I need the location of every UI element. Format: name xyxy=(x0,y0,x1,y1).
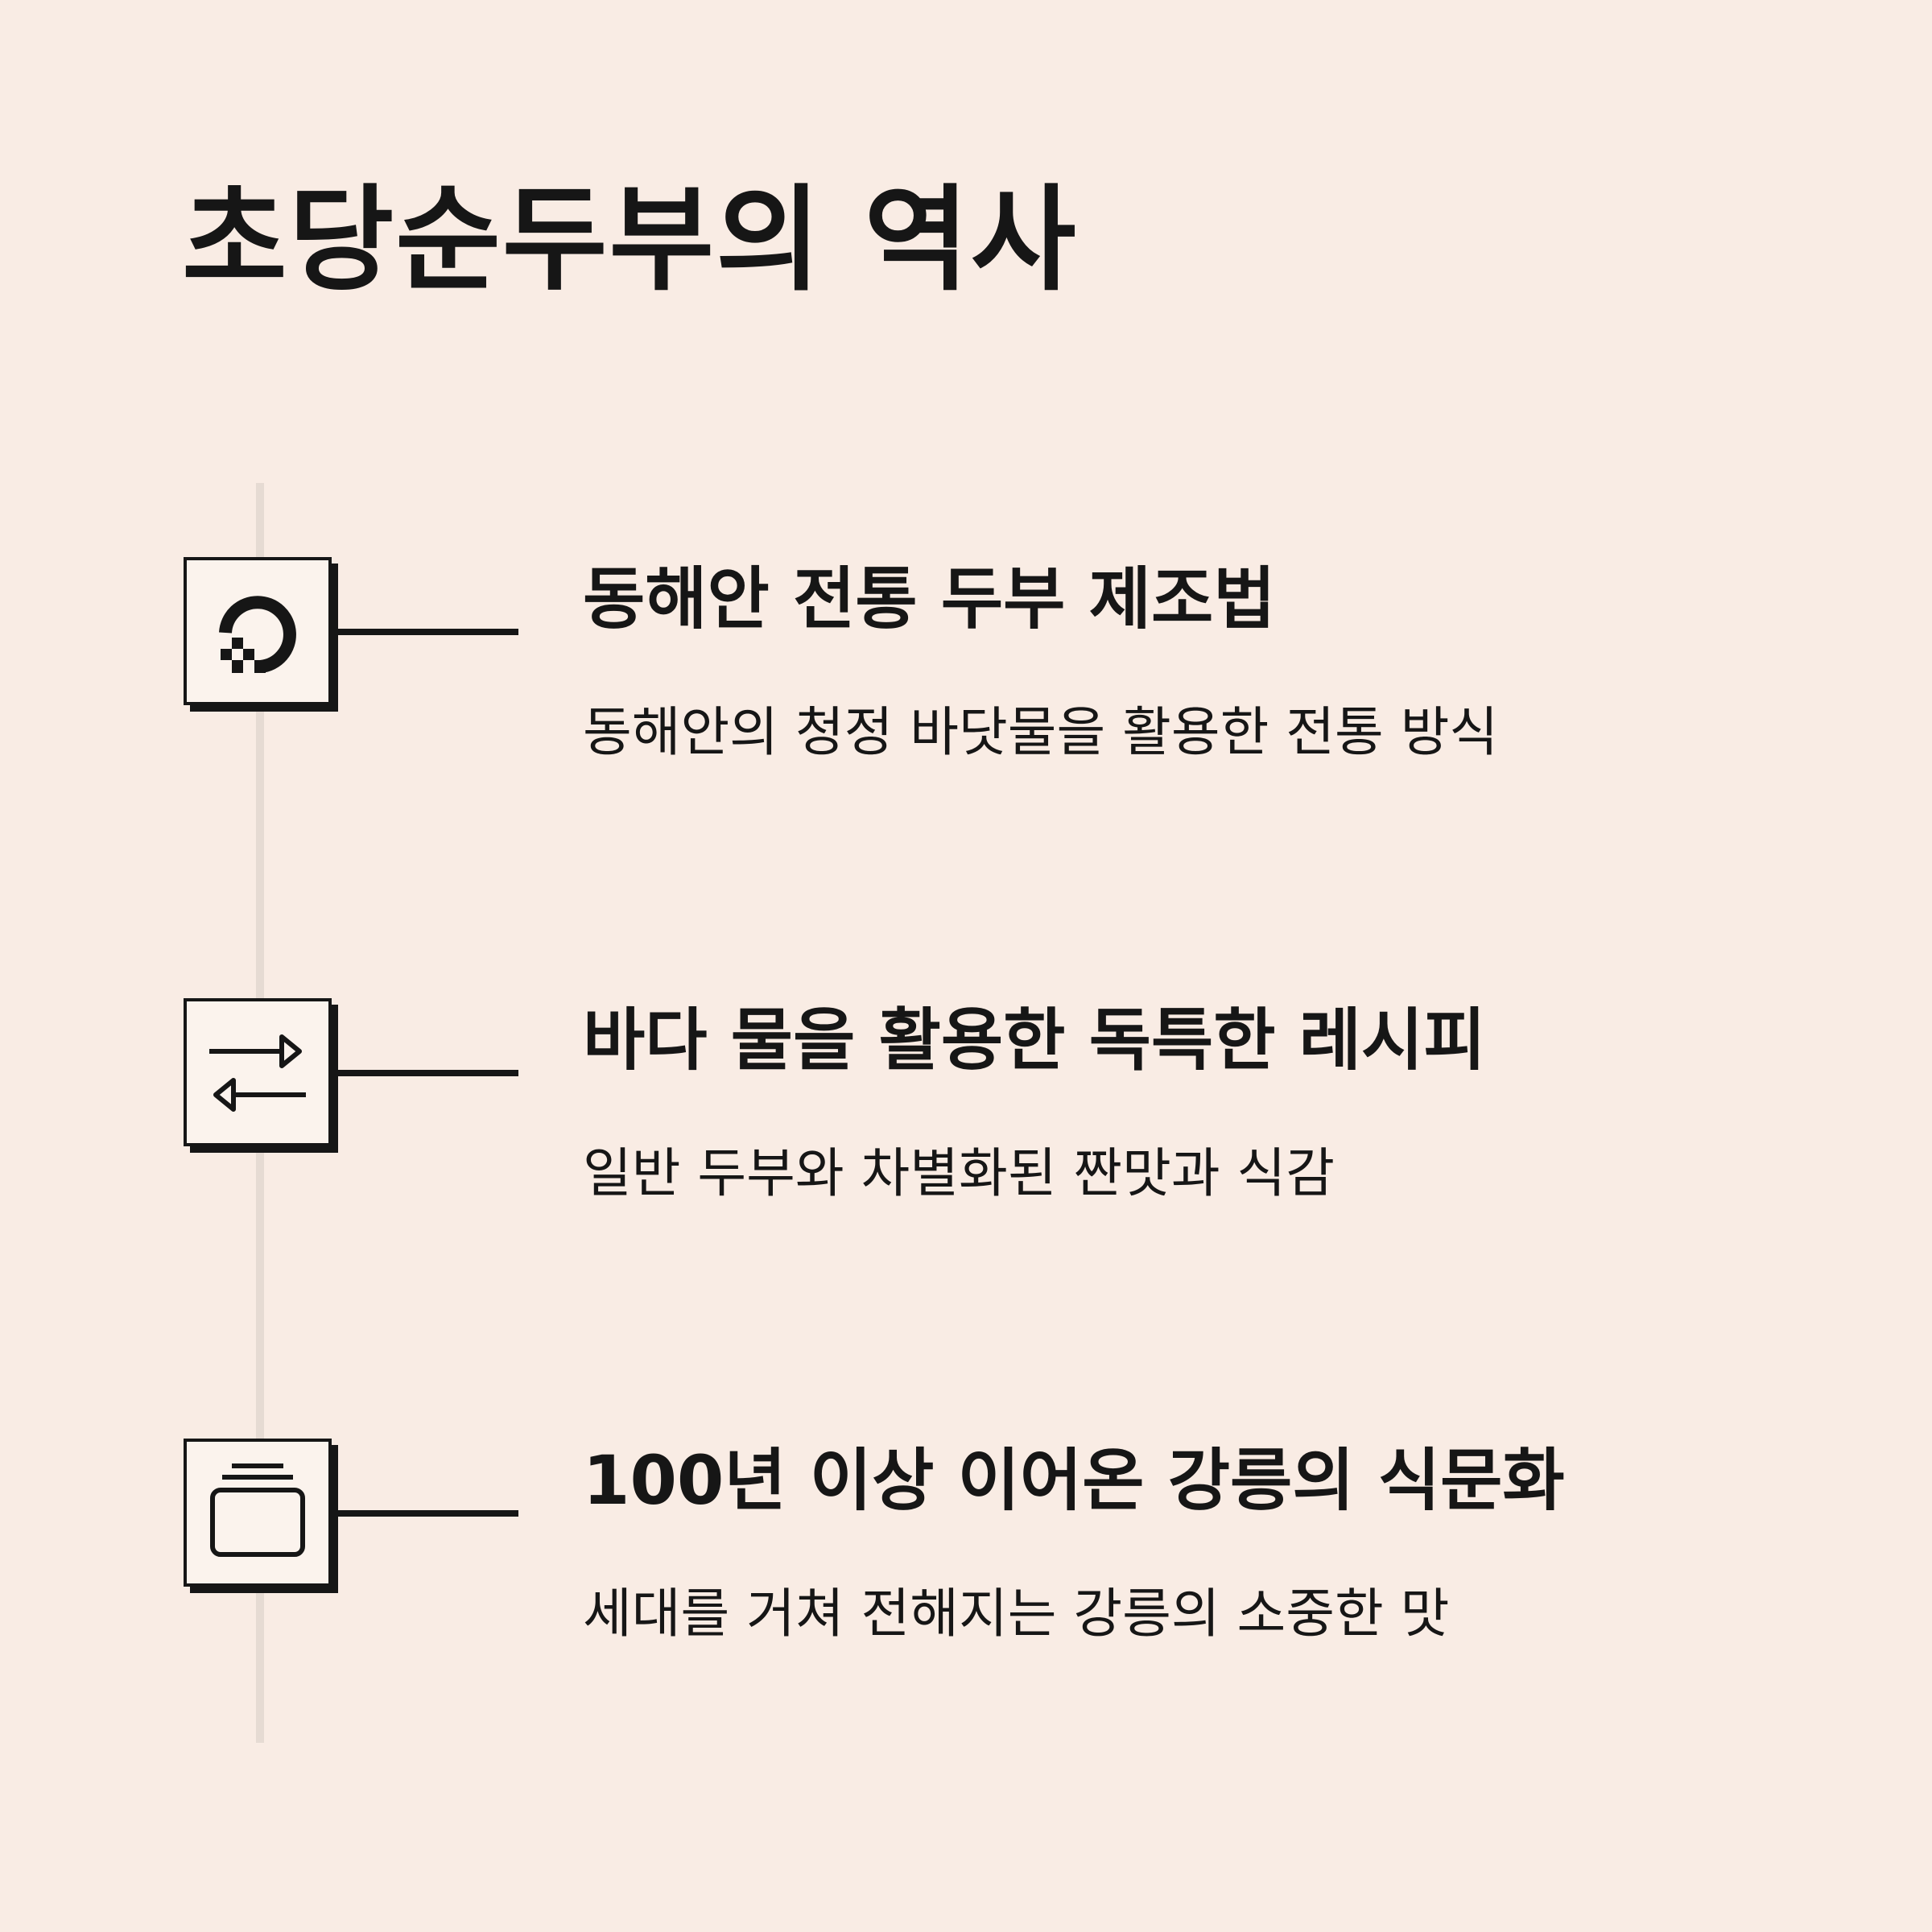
item-title: 동해안 전통 두부 제조법 xyxy=(583,559,1276,638)
item-description: 세대를 거쳐 전해지는 강릉의 소중한 맛 xyxy=(583,1583,1450,1645)
timeline-item: 바다 물을 활용한 독특한 레시피 일반 두부와 차별화된 짠맛과 식감 xyxy=(0,998,1932,1240)
swap-arrows-icon xyxy=(184,998,332,1146)
timeline-item: 100년 이상 이어온 강릉의 식문화 세대를 거쳐 전해지는 강릉의 소중한 … xyxy=(0,1439,1932,1680)
item-title: 100년 이상 이어온 강릉의 식문화 xyxy=(583,1441,1565,1520)
item-description: 일반 두부와 차별화된 짠맛과 식감 xyxy=(583,1142,1335,1204)
item-title: 바다 물을 활용한 독특한 레시피 xyxy=(583,1001,1486,1080)
item-description: 동해안의 청정 바닷물을 활용한 전통 방식 xyxy=(583,701,1499,763)
connector-line xyxy=(333,1070,518,1076)
stacked-layers-icon xyxy=(184,1439,332,1587)
timeline-item: 동해안 전통 두부 제조법 동해안의 청정 바닷물을 활용한 전통 방식 xyxy=(0,557,1932,799)
page-title: 초당순두부의 역사 xyxy=(182,174,1078,307)
connector-line xyxy=(333,1510,518,1517)
connector-line xyxy=(333,629,518,635)
circle-arrow-pixel-icon xyxy=(184,557,332,705)
